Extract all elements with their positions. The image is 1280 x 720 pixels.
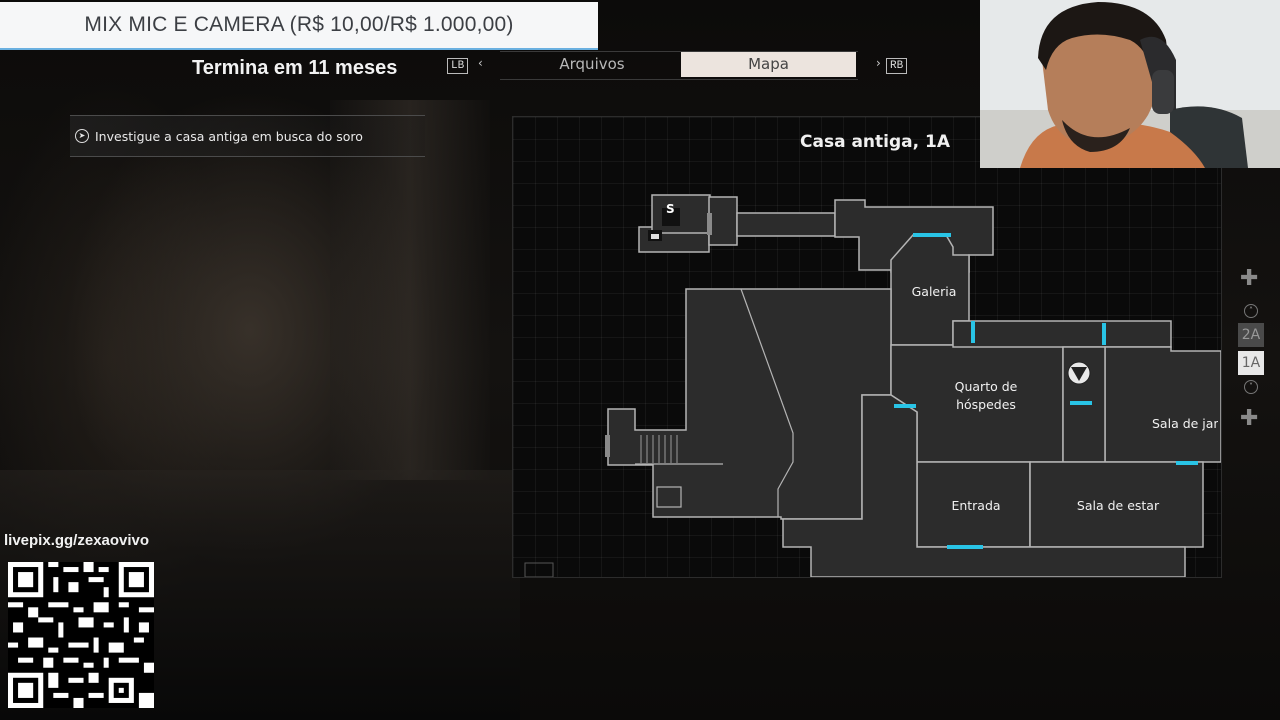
save-marker-label: S <box>666 202 675 216</box>
streamer-webcam-image <box>980 0 1280 168</box>
rb-button-hint[interactable]: RB <box>886 58 908 74</box>
lb-button-hint[interactable]: LB <box>447 58 469 74</box>
chevron-up-icon[interactable]: ˄ <box>1244 304 1258 318</box>
background-pillar <box>330 100 490 480</box>
request-deadline: Termina em 11 meses <box>192 57 398 79</box>
wall-diagonal <box>740 288 794 517</box>
chevron-down-icon[interactable]: ˅ <box>1244 380 1258 394</box>
map-title: Casa antiga, 1A <box>800 132 950 152</box>
map-panel[interactable] <box>512 116 1222 578</box>
room-sala-jantar <box>1104 346 1221 463</box>
donation-goal-text: MIX MIC E CAMERA (R$ 10,00/R$ 1.000,00) <box>84 13 514 36</box>
room-corridor-small <box>708 196 738 246</box>
room-label-galeria: Galeria <box>911 284 957 299</box>
room-entrada <box>916 461 1031 548</box>
map-drawing <box>524 194 1221 577</box>
map-table-icon <box>656 486 682 508</box>
tab-arquivos[interactable]: Arquivos <box>559 55 625 73</box>
tab-mapa[interactable]: Mapa <box>681 52 856 77</box>
typewriter-save-marker <box>662 208 680 226</box>
room-label-sala-jantar: Sala de jant <box>1152 416 1218 431</box>
dpad-lower-icon: ✚ <box>1240 406 1259 431</box>
floor-2a-button[interactable]: 2A <box>1238 323 1264 347</box>
objective-text: Investigue a casa antiga em busca do sor… <box>95 129 363 144</box>
donation-goal-banner: MIX MIC E CAMERA (R$ 10,00/R$ 1.000,00) <box>0 2 598 50</box>
qr-code-image <box>8 562 154 708</box>
room-corridor-long <box>736 212 836 237</box>
chevron-left-icon: ‹ <box>478 56 483 70</box>
room-label-entrada: Entrada <box>951 498 1001 513</box>
map-doors <box>894 233 1198 549</box>
room-south-hall <box>782 394 1186 577</box>
room-west-wing <box>607 288 892 520</box>
room-sala-estar <box>1029 461 1204 548</box>
dpad-icon: ✚ <box>1240 266 1259 291</box>
objective-arrow-icon: ➤ <box>75 129 89 143</box>
chevron-right-icon: › <box>876 56 881 70</box>
room-corridor-east <box>952 320 1172 348</box>
floor-1a-button[interactable]: 1A <box>1238 351 1264 375</box>
room-label-sala-estar: Sala de estar <box>1076 498 1160 513</box>
qr-code[interactable] <box>8 562 154 708</box>
objective-item[interactable]: ➤ Investigue a casa antiga em busca do s… <box>70 115 425 157</box>
tab-bar <box>500 51 858 80</box>
room-save-upper <box>651 194 711 234</box>
webcam-overlay <box>980 0 1280 168</box>
livepix-url[interactable]: livepix.gg/zexaovivo <box>4 532 150 549</box>
